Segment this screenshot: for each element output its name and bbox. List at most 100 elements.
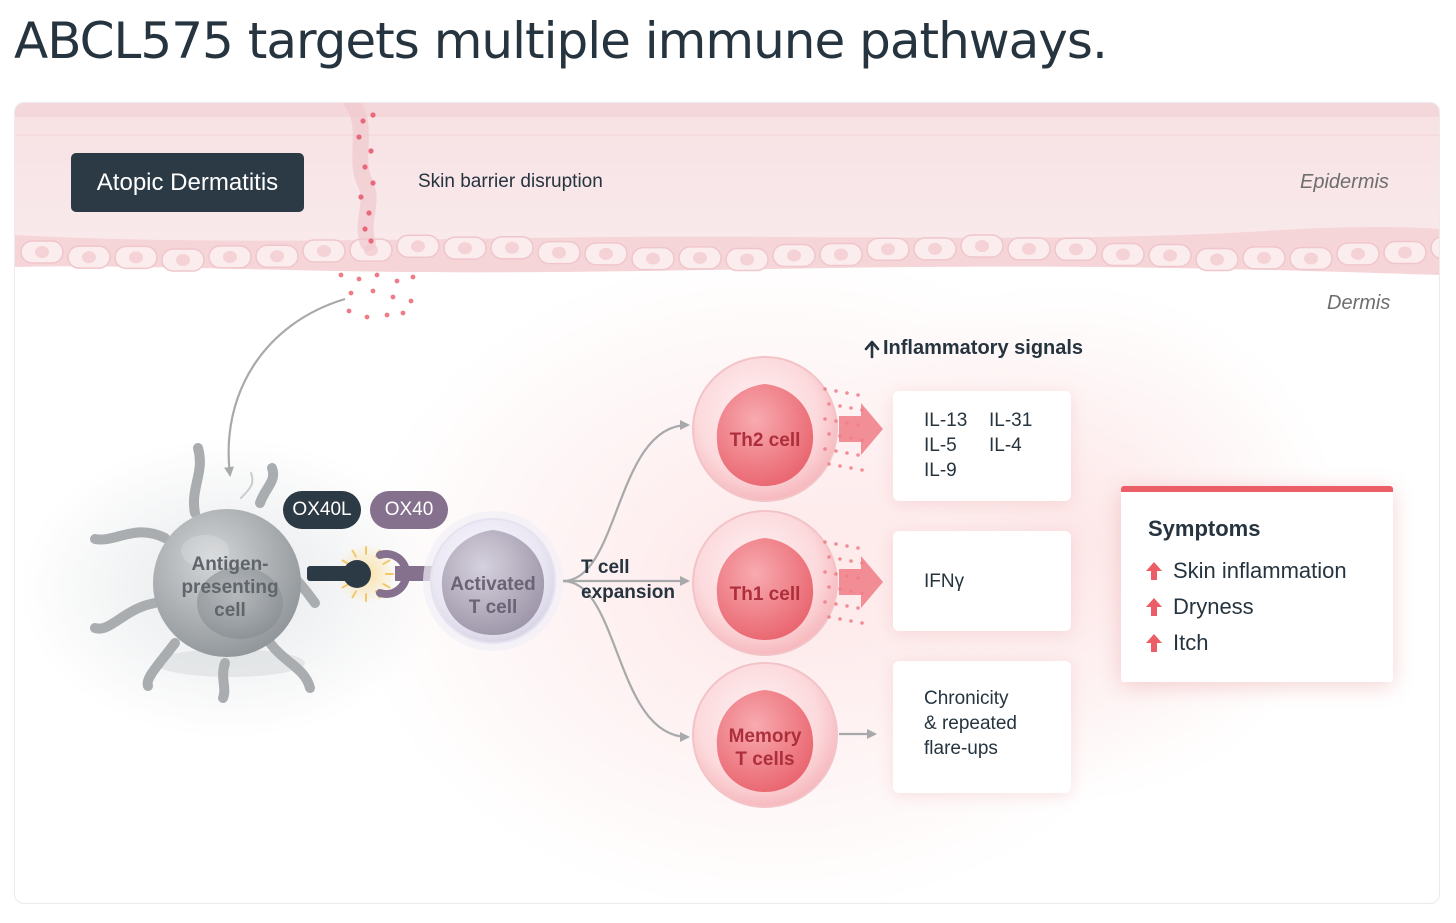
condition-badge: Atopic Dermatitis [71,153,304,212]
t-cell-expansion-label: T cell expansion [581,555,675,605]
cytokine-dot [827,432,831,436]
dermis-label: Dermis [1327,292,1391,314]
ox40l-label: OX40L [283,491,361,529]
keratinocyte-nucleus [35,246,49,258]
activated-t-cell-shape [423,511,563,651]
apc-label-line1: Antigen- [191,554,269,575]
cytokine-il5: IL-5 [924,435,957,456]
cytokine-dot [827,615,831,619]
apc-label: Antigen- presenting cell [165,553,295,622]
cytokine-dot [838,557,842,561]
spark-ray [382,583,391,589]
cytokine-dot [834,419,838,423]
cytokine-dot [849,406,853,410]
spark-ray [341,559,350,565]
increase-arrow-icon [1146,562,1162,580]
cytokine-dot [856,453,860,457]
activated-label-line2: T cell [468,597,518,618]
cytokine-dot [845,604,849,608]
keratinocyte-nucleus [458,242,472,255]
cytokine-dot [856,546,860,550]
keratinocyte-nucleus [1210,253,1224,266]
ox40-label: OX40 [370,491,448,529]
memory-t-cell-shape [692,662,838,808]
th1-cytokine-box: IFNγ [893,531,1071,631]
skin-barrier-label: Skin barrier disruption [418,171,603,192]
antigen-presenting-cell-shape [90,443,320,703]
cytokine-dot [834,542,838,546]
inflammatory-signals-label: Inflammatory signals [883,337,1084,359]
th2-cell-shape [692,356,838,502]
cytokine-il9: IL-9 [924,460,957,481]
activated-label-line1: Activated [450,574,536,595]
increase-arrow-icon [1146,634,1162,652]
symptom-label: Skin inflammation [1173,558,1347,583]
spark-ray [351,590,357,599]
cytokine-dot [834,449,838,453]
cytokine-dot [823,387,827,391]
antigen-dot [410,274,416,280]
cytokine-dot [845,451,849,455]
signals-up-icon [864,340,880,359]
keratinocyte-nucleus [881,243,895,256]
cytokine-dot [834,572,838,576]
spark-ray [341,583,350,589]
memory-t-cell-label: Memory T cells [705,725,825,771]
th1-cell-label: Th1 cell [729,584,801,605]
cytokine-dot [860,468,864,472]
keratinocyte-nucleus [223,250,237,263]
antigen-dot [394,278,400,284]
th2-cell-label: Th2 cell [729,430,801,451]
symptoms-title: Symptoms [1148,516,1261,541]
cytokine-dot [838,404,842,408]
keratinocyte-nucleus [552,246,566,259]
cytokine-dot [845,391,849,395]
antigen-dot [356,276,362,282]
cytokine-dot [827,402,831,406]
expansion-line1: T cell [581,557,630,578]
antigen-dot [374,272,380,278]
antigen-dot [390,294,396,300]
keratinocyte-nucleus [928,242,942,255]
cytokine-dot [834,602,838,606]
symptom-dryness: Dryness [1145,594,1254,620]
antigen-dot [384,312,390,318]
antigen-dot [370,288,376,294]
cytokine-dot [838,464,842,468]
increase-arrow-icon [1146,598,1162,616]
antigen-dot [358,194,364,200]
cytokine-dot [849,559,853,563]
keratinocyte-nucleus [1069,243,1083,256]
keratinocyte-nucleus [1398,246,1412,259]
antigen-dot [346,308,352,314]
cytokine-dot [860,621,864,625]
cytokine-dot [834,389,838,393]
diagram-panel: Atopic Dermatitis Skin barrier disruptio… [14,102,1440,904]
keratinocyte-nucleus [1163,249,1177,262]
memory-label-line2: T cells [735,749,795,770]
keratinocyte-nucleus [176,253,190,266]
cytokine-il4: IL-4 [989,435,1022,456]
antigen-dot [368,238,374,244]
cytokine-dot [827,555,831,559]
keratinocyte-nucleus [411,240,425,253]
antigen-dot [364,314,370,320]
keratinocyte-nucleus [1351,247,1365,260]
antigen-dot [362,226,368,232]
cytokine-dot [823,540,827,544]
release-arrow-th1 [839,556,883,608]
antigen-dot [356,134,362,140]
epidermis-label: Epidermis [1300,171,1389,193]
antigen-dot [370,180,376,186]
th1-cell-shape [692,510,838,656]
keratinocyte-nucleus [129,251,143,264]
cytokine-il31: IL-31 [989,410,1033,431]
cytokine-dot [856,393,860,397]
page-title: ABCL575 targets multiple immune pathways… [14,12,1108,70]
keratinocyte-nucleus [1022,242,1036,255]
memory-label-line1: Memory [728,726,802,747]
branch-arrow-th2 [562,420,690,583]
cytokine-dot [823,417,827,421]
keratinocyte-layer [20,234,1439,272]
keratinocyte-nucleus [975,240,989,253]
